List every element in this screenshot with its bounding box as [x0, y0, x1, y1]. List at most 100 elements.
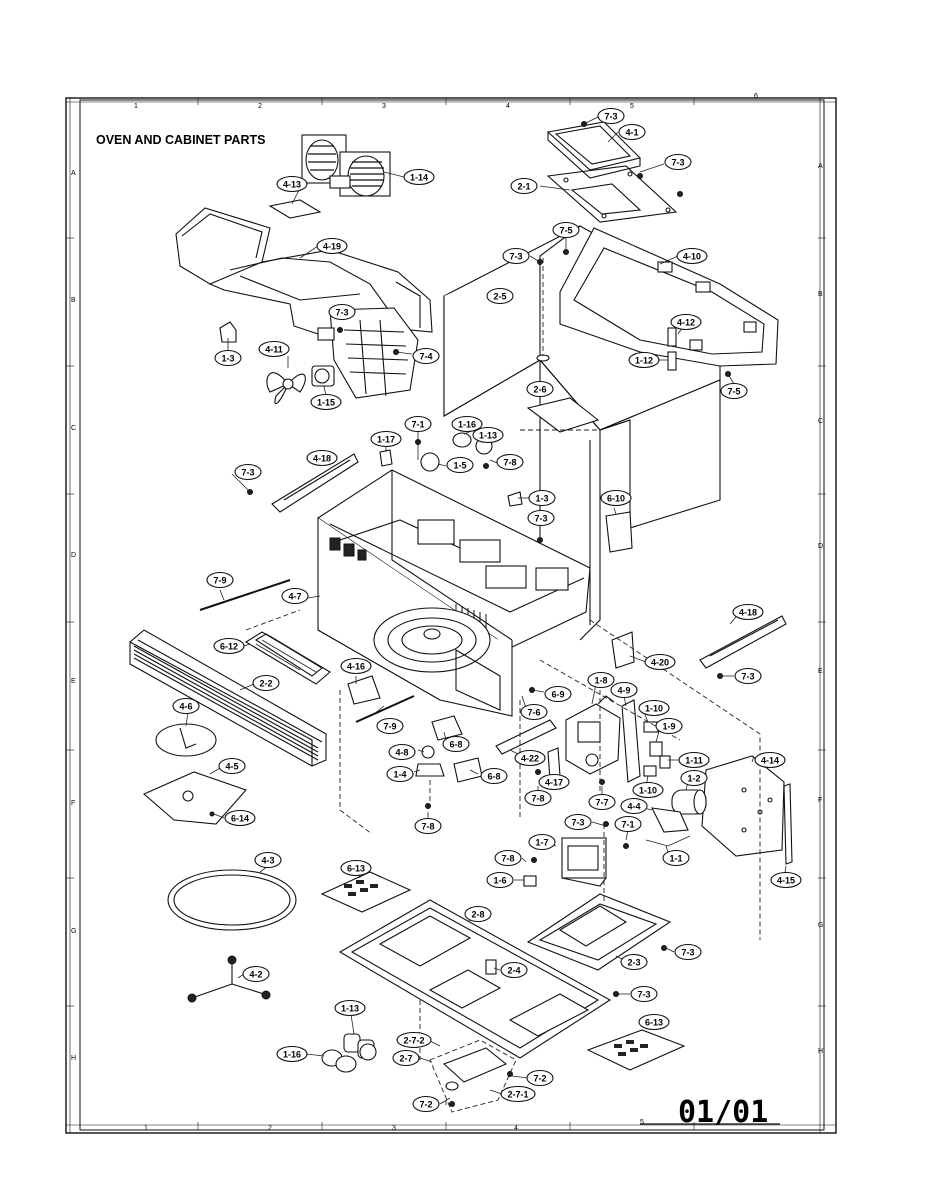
callout-1-5-c26[interactable]: 1-5 [446, 456, 474, 474]
callout-4-13-c5[interactable]: 4-13 [276, 175, 308, 193]
callout-7-1-c21[interactable]: 7-1 [404, 415, 432, 433]
callout-4-7-c33[interactable]: 4-7 [281, 587, 309, 605]
callout-4-19-c10[interactable]: 4-19 [316, 237, 348, 255]
callout-7-6-c45[interactable]: 7-6 [520, 703, 548, 721]
callout-7-3-c8[interactable]: 7-3 [502, 247, 530, 265]
callout-7-8-c67[interactable]: 7-8 [494, 849, 522, 867]
callout-4-10-c9[interactable]: 4-10 [676, 247, 708, 265]
callout-1-8-c41[interactable]: 1-8 [587, 671, 615, 689]
callout-4-12-c13[interactable]: 4-12 [670, 313, 702, 331]
bracket-4-12-drawing [667, 327, 703, 371]
callout-1-15-c18[interactable]: 1-15 [310, 393, 342, 411]
callout-7-3-c30[interactable]: 7-3 [527, 509, 555, 527]
callout-1-11-c56[interactable]: 1-11 [678, 751, 710, 769]
callout-7-3-c64[interactable]: 7-3 [564, 813, 592, 831]
callout-7-2-c84[interactable]: 7-2 [526, 1069, 554, 1087]
callout-1-7-c66[interactable]: 1-7 [528, 833, 556, 851]
callout-label: 7-8 [531, 794, 544, 804]
callout-2-7-1-c85[interactable]: 2-7-1 [500, 1085, 536, 1103]
callout-1-6-c71[interactable]: 1-6 [486, 871, 514, 889]
callout-6-9-c40[interactable]: 6-9 [544, 685, 572, 703]
callout-4-22-c50[interactable]: 4-22 [514, 749, 546, 767]
callout-7-9-c44[interactable]: 7-9 [376, 717, 404, 735]
callout-1-13-c23[interactable]: 1-13 [472, 426, 504, 444]
callout-1-12-c14[interactable]: 1-12 [628, 351, 660, 369]
callout-7-3-c74[interactable]: 7-3 [674, 943, 702, 961]
callout-2-4-c76[interactable]: 2-4 [500, 961, 528, 979]
callout-2-7-2-c81[interactable]: 2-7-2 [396, 1031, 432, 1049]
callout-label: 1-10 [645, 704, 663, 714]
callout-7-5-c7[interactable]: 7-5 [552, 221, 580, 239]
callout-4-14-c51[interactable]: 4-14 [754, 751, 786, 769]
callout-1-16-c82[interactable]: 1-16 [276, 1045, 308, 1063]
callout-label: 2-3 [627, 958, 640, 968]
grid-col-bot-4: 4 [514, 1125, 518, 1132]
callout-6-12-c34[interactable]: 6-12 [213, 637, 245, 655]
callout-4-8-c49[interactable]: 4-8 [388, 743, 416, 761]
callout-7-8-c59[interactable]: 7-8 [524, 789, 552, 807]
callout-4-18-c25[interactable]: 4-18 [306, 449, 338, 467]
callout-1-14-c6[interactable]: 1-14 [403, 168, 435, 186]
label-6-8-lower-drawing [453, 757, 483, 783]
bracket-4-20-drawing [611, 631, 635, 669]
callout-7-8-c63[interactable]: 7-8 [414, 817, 442, 835]
callout-2-5-c11[interactable]: 2-5 [486, 287, 514, 305]
callout-4-18-c35[interactable]: 4-18 [732, 603, 764, 621]
callout-4-5-c52[interactable]: 4-5 [218, 757, 246, 775]
callout-1-3-c15[interactable]: 1-3 [214, 349, 242, 367]
callout-4-11-c16[interactable]: 4-11 [258, 340, 290, 358]
callout-7-4-c17[interactable]: 7-4 [412, 347, 440, 365]
callout-7-1-c65[interactable]: 7-1 [614, 815, 642, 833]
callout-2-7-c83[interactable]: 2-7 [392, 1049, 420, 1067]
callout-2-8-c73[interactable]: 2-8 [464, 905, 492, 923]
callout-6-14-c62[interactable]: 6-14 [224, 809, 256, 827]
callout-1-10-c57[interactable]: 1-10 [632, 781, 664, 799]
callout-6-8-c54[interactable]: 6-8 [480, 767, 508, 785]
callout-7-3-c12[interactable]: 7-3 [328, 303, 356, 321]
callout-1-9-c47[interactable]: 1-9 [655, 717, 683, 735]
callout-7-8-c27[interactable]: 7-8 [496, 453, 524, 471]
callout-4-2-c77[interactable]: 4-2 [242, 965, 270, 983]
callout-1-2-c58[interactable]: 1-2 [680, 769, 708, 787]
callout-7-3-c28[interactable]: 7-3 [234, 463, 262, 481]
callout-2-6-c20[interactable]: 2-6 [526, 380, 554, 398]
callout-7-5-c19[interactable]: 7-5 [720, 382, 748, 400]
callout-1-4-c53[interactable]: 1-4 [386, 765, 414, 783]
callout-7-3-c37[interactable]: 7-3 [734, 667, 762, 685]
callout-4-20-c36[interactable]: 4-20 [644, 653, 676, 671]
callout-4-17-c55[interactable]: 4-17 [538, 773, 570, 791]
callout-label: 7-3 [604, 112, 617, 122]
callout-7-3-c78[interactable]: 7-3 [630, 985, 658, 1003]
callout-1-3-c29[interactable]: 1-3 [528, 489, 556, 507]
callout-2-3-c75[interactable]: 2-3 [620, 953, 648, 971]
callout-6-13-c80[interactable]: 6-13 [638, 1013, 670, 1031]
callout-1-17-c24[interactable]: 1-17 [370, 430, 402, 448]
callout-1-1-c68[interactable]: 1-1 [662, 849, 690, 867]
callout-1-16-c22[interactable]: 1-16 [451, 415, 483, 433]
callout-4-1-c2[interactable]: 4-1 [618, 123, 646, 141]
callout-1-13-c79[interactable]: 1-13 [334, 999, 366, 1017]
callout-2-2-c39[interactable]: 2-2 [252, 674, 280, 692]
control-panel-4-14-drawing [701, 755, 785, 857]
callout-7-9-c32[interactable]: 7-9 [206, 571, 234, 589]
callout-7-7-c60[interactable]: 7-7 [588, 793, 616, 811]
callout-label: 2-4 [507, 966, 520, 976]
callout-1-10-c46[interactable]: 1-10 [638, 699, 670, 717]
callout-4-3-c69[interactable]: 4-3 [254, 851, 282, 869]
callout-4-6-c43[interactable]: 4-6 [172, 697, 200, 715]
callout-7-3-c1[interactable]: 7-3 [597, 107, 625, 125]
callout-6-10-c31[interactable]: 6-10 [600, 489, 632, 507]
callout-4-16-c38[interactable]: 4-16 [340, 657, 372, 675]
callout-2-1-c4[interactable]: 2-1 [510, 177, 538, 195]
callout-6-8-c48[interactable]: 6-8 [442, 735, 470, 753]
callout-label: 4-4 [627, 802, 640, 812]
callout-7-2-c86[interactable]: 7-2 [412, 1095, 440, 1113]
callout-label: 4-1 [625, 128, 638, 138]
callout-4-15-c72[interactable]: 4-15 [770, 871, 802, 889]
callout-4-4-c61[interactable]: 4-4 [620, 797, 648, 815]
callout-4-9-c42[interactable]: 4-9 [610, 681, 638, 699]
label-6-13-right-drawing [586, 1029, 686, 1071]
callout-7-3-c3[interactable]: 7-3 [664, 153, 692, 171]
callout-6-13-c70[interactable]: 6-13 [340, 859, 372, 877]
callout-label: 1-14 [410, 173, 428, 183]
